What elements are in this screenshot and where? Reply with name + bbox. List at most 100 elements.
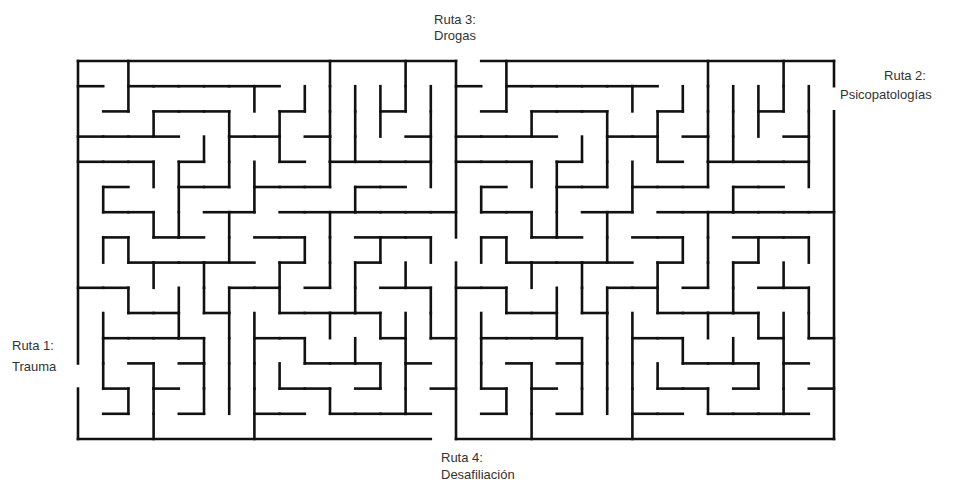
maze-wall	[355, 211, 380, 214]
maze-wall	[178, 187, 181, 212]
maze-wall	[681, 338, 684, 363]
maze-wall	[505, 61, 508, 86]
maze-wall	[406, 362, 431, 365]
maze-wall	[683, 362, 708, 365]
maze-wall	[807, 111, 810, 136]
maze-wall	[329, 162, 332, 187]
maze-wall	[530, 212, 533, 237]
maze-wall	[128, 312, 153, 315]
maze-wall	[481, 387, 506, 390]
maze-wall	[757, 86, 760, 111]
maze-wall	[683, 135, 708, 138]
maze-wall	[404, 389, 407, 414]
maze-wall	[379, 363, 382, 388]
maze-wall	[305, 387, 330, 390]
maze-wall	[656, 363, 659, 388]
route-label: Ruta 1:	[12, 338, 54, 353]
maze-wall	[152, 263, 155, 288]
maze-wall	[782, 313, 785, 338]
maze-wall	[431, 337, 456, 340]
maze-wall	[631, 313, 634, 338]
maze-wall	[607, 211, 632, 214]
maze-wall	[254, 236, 279, 239]
maze-wall	[128, 337, 153, 340]
maze-wall	[606, 111, 609, 136]
maze-wall	[229, 286, 254, 289]
maze-wall	[606, 313, 609, 338]
maze-wall	[330, 362, 355, 365]
maze-wall	[179, 161, 204, 164]
maze-wall	[557, 362, 582, 365]
maze-wall	[833, 61, 836, 86]
maze-wall	[154, 312, 179, 315]
maze-wall	[532, 85, 557, 88]
maze-wall	[280, 261, 305, 264]
maze-wall	[128, 85, 153, 88]
maze-wall	[154, 85, 179, 88]
maze-wall	[530, 363, 533, 388]
maze-wall	[103, 286, 128, 289]
maze-wall	[179, 412, 204, 415]
maze-wall	[581, 363, 584, 388]
maze-wall	[179, 261, 204, 264]
maze-wall	[203, 363, 206, 388]
maze-wall	[733, 261, 758, 264]
maze-wall	[229, 211, 254, 214]
maze-wall	[404, 363, 407, 388]
maze-wall	[631, 86, 634, 111]
maze-wall	[481, 161, 506, 164]
route-label: Ruta 4:	[441, 450, 483, 465]
maze-wall	[406, 211, 431, 214]
maze-wall	[152, 111, 155, 136]
maze-wall	[632, 186, 657, 189]
maze-wall	[103, 387, 128, 390]
maze-wall	[732, 111, 735, 136]
maze-wall	[253, 338, 256, 363]
maze-wall	[154, 337, 179, 340]
maze-wall	[128, 211, 153, 214]
maze-wall	[557, 110, 582, 113]
maze-wall	[154, 110, 179, 113]
maze-wall	[254, 186, 279, 189]
maze-wall	[758, 286, 783, 289]
maze-wall	[228, 137, 231, 162]
maze-wall	[178, 212, 181, 237]
maze-wall	[429, 86, 432, 111]
maze-wall	[481, 412, 506, 415]
maze-wall	[406, 412, 431, 415]
maze-wall	[557, 186, 582, 189]
maze-wall	[807, 237, 810, 262]
maze-wall	[203, 137, 206, 162]
maze-wall	[708, 161, 733, 164]
maze-wall	[379, 86, 382, 111]
maze-wall	[530, 162, 533, 187]
maze-wall	[354, 86, 357, 111]
maze-wall	[632, 412, 657, 415]
maze-wall	[606, 338, 609, 363]
maze-wall	[456, 85, 481, 88]
maze-wall	[607, 135, 632, 138]
maze-wall	[102, 313, 105, 338]
maze-wall	[280, 412, 305, 415]
maze-wall	[305, 312, 330, 315]
maze-wall	[758, 412, 783, 415]
maze-wall	[481, 211, 506, 214]
maze-wall	[78, 438, 431, 441]
maze-wall	[782, 263, 785, 288]
maze-wall	[784, 211, 809, 214]
maze-wall	[406, 236, 431, 239]
maze-wall	[480, 313, 483, 338]
maze-wall	[455, 263, 458, 439]
maze-wall	[481, 286, 506, 289]
maze-wall	[178, 288, 181, 313]
maze-wall	[280, 161, 305, 164]
maze-wall	[329, 86, 332, 111]
maze-wall	[506, 85, 531, 88]
maze-wall	[683, 312, 708, 315]
maze-wall	[78, 161, 103, 164]
maze-wall	[228, 237, 231, 262]
maze-wall	[757, 111, 760, 136]
maze-wall	[532, 337, 557, 340]
maze-wall	[355, 362, 380, 365]
